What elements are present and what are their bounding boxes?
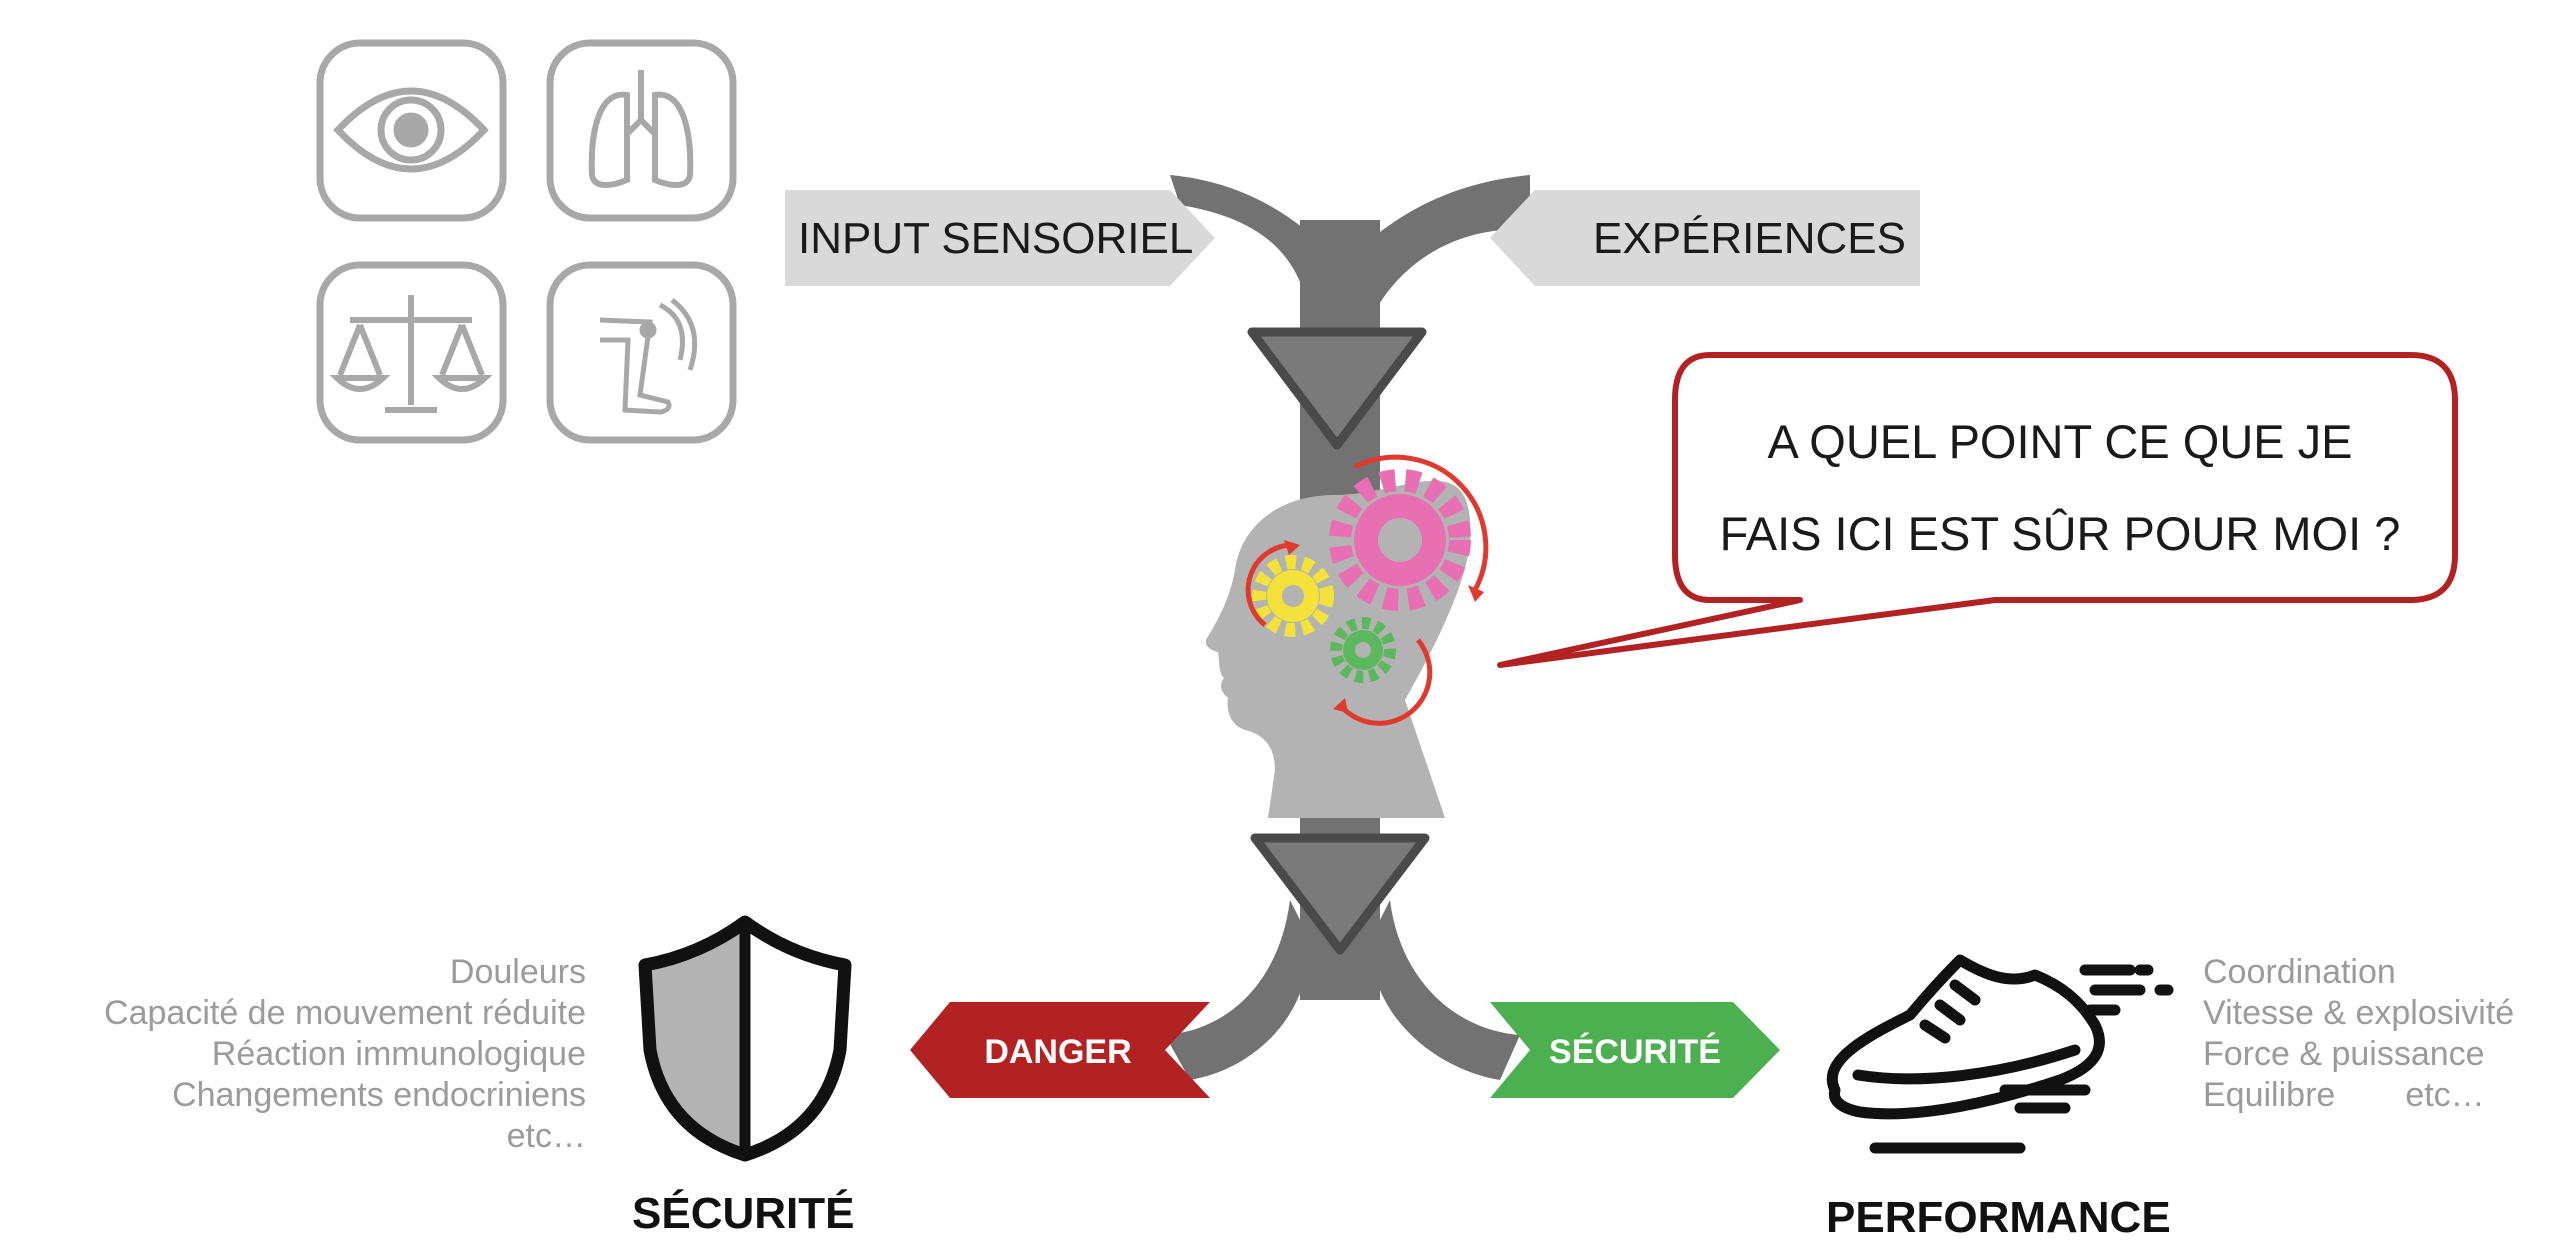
triangle-top	[1247, 327, 1427, 450]
danger-effect-item: Douleurs	[449, 953, 586, 991]
performance-effect-item: Vitesse & explosivité	[2203, 994, 2515, 1032]
performance-effect-item: Force & puissance	[2203, 1035, 2485, 1073]
experiences-tag	[1490, 190, 1920, 286]
danger-tag	[910, 1002, 1210, 1098]
speech-bubble	[1497, 352, 2458, 668]
bubble-line-1: A QUEL POINT CE QUE JE	[1767, 415, 2353, 468]
performance-effect-item: Coordination	[2203, 953, 2396, 991]
danger-effect-item: Réaction immunologique	[211, 1035, 586, 1073]
balance-scale-icon	[329, 295, 493, 413]
flow-branch-bottom-right	[1370, 900, 1520, 1080]
experiences-label: EXPÉRIENCES	[1593, 214, 1906, 263]
gear-green-icon	[1330, 617, 1396, 683]
bubble-line-2: FAIS ICI EST SÛR POUR MOI ?	[1719, 507, 2401, 560]
flow-branch-bottom-left	[1165, 900, 1310, 1080]
input-sensoriel-label: INPUT SENSORIEL	[798, 214, 1194, 263]
shield-icon	[638, 915, 852, 1162]
balance-scale-icon-frame	[316, 261, 507, 444]
danger-label: DANGER	[984, 1033, 1132, 1071]
safety-tag	[1490, 1002, 1780, 1098]
performance-etc: etc…	[2405, 1076, 2485, 1114]
performance-effects-list: Coordination Vitesse & explosivité Force…	[2203, 952, 2514, 1116]
gear-yellow-icon	[1252, 555, 1334, 637]
input-sensoriel-tag	[785, 190, 1215, 286]
securite-outcome-title: SÉCURITÉ	[632, 1189, 855, 1238]
safety-label: SÉCURITÉ	[1549, 1033, 1721, 1071]
running-shoe-icon	[1827, 954, 2174, 1154]
triangle-bottom	[1250, 833, 1430, 955]
knee-joint-icon	[599, 298, 698, 415]
flow-branch-top-left	[1170, 175, 1370, 320]
performance-outcome-title: PERFORMANCE	[1826, 1193, 2171, 1242]
rotation-arrows-icon	[1245, 454, 1489, 726]
eye-icon	[333, 87, 489, 173]
knee-joint-icon-frame	[546, 261, 737, 444]
danger-effects-list: Douleurs Capacité de mouvement réduite R…	[104, 952, 586, 1157]
performance-effect-item: Equilibre	[2203, 1076, 2336, 1114]
flow-branch-top-right	[1310, 175, 1530, 320]
danger-effect-item: Capacité de mouvement réduite	[104, 994, 586, 1032]
gear-pink-icon	[1329, 469, 1471, 611]
eye-icon-frame	[316, 39, 507, 222]
lungs-icon	[588, 70, 694, 188]
lungs-icon-frame	[546, 39, 737, 222]
danger-effect-item: etc…	[506, 1117, 586, 1155]
danger-effect-item: Changements endocriniens	[172, 1076, 586, 1114]
performance-effect-last-row: Equilibre etc…	[2203, 1075, 2514, 1116]
